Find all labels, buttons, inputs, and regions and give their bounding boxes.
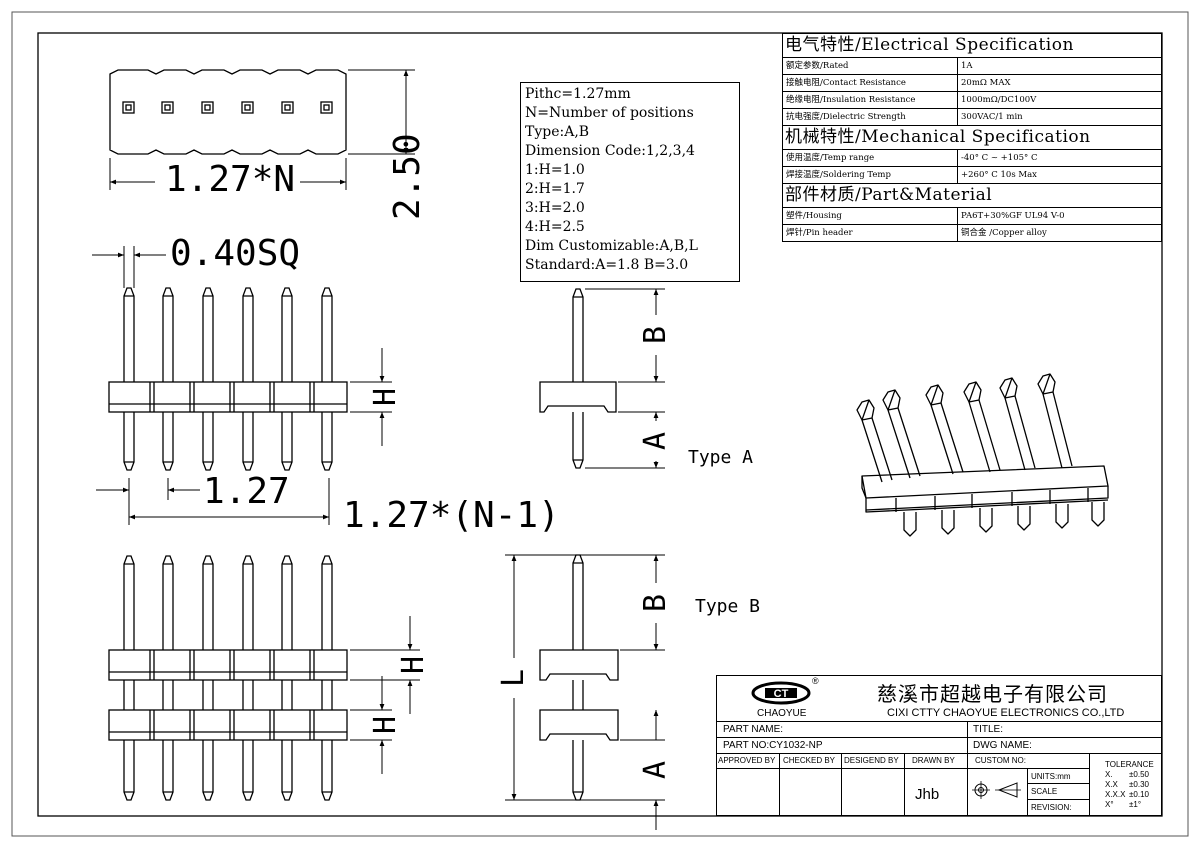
registered-mark: ®	[812, 676, 819, 686]
side-view-type-b	[539, 554, 619, 801]
notes-box: Pithc=1.27mm N=Number of positions Type:…	[520, 82, 740, 282]
table-row: 使用温度/Temp range-40° C ~ +105° C	[782, 149, 1162, 167]
dwg-name-label: DWG NAME:	[973, 740, 1032, 751]
spec-key: 接触电阻/Contact Resistance	[782, 74, 958, 92]
table-row: 焊接温度/Soldering Temp+260° C 10s Max	[782, 166, 1162, 184]
spec-key: 焊针/Pin header	[782, 224, 958, 242]
approved-by-label: APPROVED BY	[718, 756, 776, 765]
inner-border	[37, 32, 1163, 817]
note-line: Pithc=1.27mm	[525, 86, 631, 102]
mechanical-header: 机械特性/Mechanical Specification	[782, 125, 1162, 150]
dim-l-type-b: L	[496, 658, 532, 698]
note-line: Type:A,B	[525, 124, 590, 140]
note-line: Standard:A=1.8 B=3.0	[525, 257, 689, 273]
note-line: 4:H=2.5	[525, 219, 585, 235]
spec-value: -40° C ~ +105° C	[957, 149, 1162, 167]
front-view-type-b	[108, 555, 348, 801]
tolerance-value: ±0.30	[1129, 780, 1149, 789]
spec-value: PA6T+30%GF UL94 V-0	[957, 207, 1162, 225]
type-b-label: Type B	[695, 596, 761, 617]
company-name-cn: 慈溪市超越电子有限公司	[877, 682, 1108, 706]
logo-mark-text: CT	[774, 688, 789, 700]
tolerance-key: X.	[1105, 770, 1113, 779]
spec-key: 抗电强度/Dielectric Strength	[782, 108, 958, 126]
spec-key: 绝缘电阻/Insulation Resistance	[782, 91, 958, 109]
custom-no-label: CUSTOM NO:	[975, 756, 1026, 765]
spec-value: +260° C 10s Max	[957, 166, 1162, 184]
spec-key: 焊接温度/Soldering Temp	[782, 166, 958, 184]
spec-value: 铜合金 /Copper alloy	[957, 224, 1162, 242]
type-a-label: Type A	[688, 447, 754, 468]
isometric-view	[856, 373, 1109, 537]
dim-span: 1.27*(N-1)	[343, 495, 560, 536]
front-view-type-a	[108, 287, 348, 471]
dim-h-type-a: H	[368, 387, 403, 407]
note-line: 2:H=1.7	[525, 181, 585, 197]
dim-pin-square: 0.40SQ	[170, 233, 301, 274]
spec-value: 1000mΩ/DC100V	[957, 91, 1162, 109]
title-label: TITLE:	[973, 724, 1004, 735]
checked-by-label: CHECKED BY	[783, 756, 836, 765]
tolerance-value: ±1°	[1129, 800, 1142, 809]
top-view-housing	[109, 69, 347, 155]
dim-a-type-a: A	[638, 421, 674, 461]
tolerance-value: ±0.50	[1129, 770, 1149, 779]
dim-top-width: 1.27*N	[163, 159, 298, 200]
side-view-type-a	[539, 288, 617, 469]
company-name-en: CIXI CTTY CHAOYUE ELECTRONICS CO.,LTD	[887, 707, 1125, 719]
part-name-label: PART NAME:	[723, 724, 784, 735]
material-header: 部件材质/Part&Material	[782, 183, 1162, 208]
note-line: N=Number of positions	[525, 105, 694, 121]
top-view-pin-squares	[122, 101, 333, 114]
tolerance-key: X.X.X	[1105, 790, 1126, 799]
title-block: CT ® CHAOYUE 慈溪市超越电子有限公司 CIXI CTTY CHAOY…	[716, 675, 1162, 816]
dim-height: 2.50	[387, 133, 428, 220]
scale-label: SCALE	[1031, 787, 1058, 796]
note-line: 1:H=1.0	[525, 162, 585, 178]
spec-key: 使用温度/Temp range	[782, 149, 958, 167]
drawn-by-label: DRAWN BY	[912, 756, 955, 765]
spec-value: 1A	[957, 57, 1162, 75]
note-line: Dim Customizable:A,B,L	[525, 238, 698, 254]
revision-label: REVISION:	[1031, 803, 1072, 812]
brand-name: CHAOYUE	[757, 708, 807, 719]
note-line: 3:H=2.0	[525, 200, 585, 216]
tolerance-key: X°	[1105, 800, 1114, 809]
tolerance-title: TOLERANCE	[1105, 760, 1154, 769]
spec-table: 电气特性/Electrical Specification 额定参数/Rated…	[782, 33, 1162, 242]
dim-b-type-b: B	[638, 583, 674, 623]
note-line: Dimension Code:1,2,3,4	[525, 143, 695, 159]
tolerance-key: X.X	[1105, 780, 1118, 789]
spec-key: 塑件/Housing	[782, 207, 958, 225]
company-logo: CT	[751, 681, 811, 705]
spec-value: 300VAC/1 min	[957, 108, 1162, 126]
spec-value: 20mΩ MAX	[957, 74, 1162, 92]
dim-a-type-b: A	[638, 760, 673, 780]
drawn-by-name: Jhb	[915, 786, 940, 803]
electrical-header: 电气特性/Electrical Specification	[782, 33, 1162, 58]
units-label: UNITS:mm	[1031, 772, 1071, 781]
dim-b-type-a: B	[638, 315, 674, 355]
dim-h-type-b-upper: H	[396, 655, 431, 675]
dim-pitch: 1.27	[203, 471, 290, 512]
projection-symbol-icon	[972, 781, 1021, 799]
spec-key: 额定参数/Rated	[782, 57, 958, 75]
tolerance-value: ±0.10	[1129, 790, 1149, 799]
designed-by-label: DESIGEND BY	[844, 756, 899, 765]
part-no-label: PART NO:CY1032-NP	[723, 740, 823, 751]
dim-h-type-b-lower: H	[368, 715, 403, 735]
outer-border	[11, 11, 1189, 837]
